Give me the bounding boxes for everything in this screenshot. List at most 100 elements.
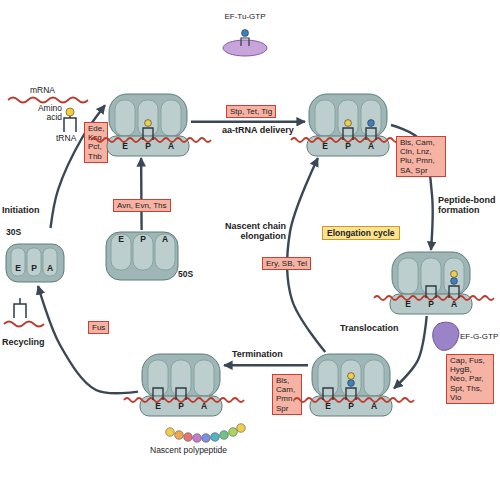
node-text: 50S <box>178 270 193 279</box>
large-subunit <box>392 252 470 296</box>
amino-acid-ball <box>451 271 458 278</box>
small-subunit <box>6 244 64 282</box>
node-text: P <box>31 264 37 273</box>
node-outline <box>4 228 66 286</box>
antibiotic-list: Fus <box>92 323 105 332</box>
trna-symbol <box>153 388 163 400</box>
process-arrow <box>224 364 308 366</box>
binding-site <box>148 360 168 396</box>
binding-site <box>361 100 381 136</box>
part-label: mRNA <box>30 86 70 95</box>
trna-symbol <box>176 388 186 400</box>
trna-symbol <box>426 286 436 298</box>
antibiotic-box: Stp, Tet, Tig <box>226 105 276 118</box>
part-label: Amino acid <box>28 104 62 123</box>
step-label: aa-tRNA delivery <box>222 126 306 136</box>
node-text: E <box>322 142 328 151</box>
released-mrna <box>4 322 44 327</box>
binding-site <box>194 360 214 396</box>
amino-bead <box>202 434 211 443</box>
antibiotic-list: Cap, Fus, HygB, Neo, Par, Spt, Ths, Vio <box>450 356 490 402</box>
antibiotic-box: Fus <box>88 321 109 334</box>
ribosome: EPA <box>388 250 474 316</box>
amino-acid-ball <box>66 108 74 116</box>
binding-site <box>364 360 384 396</box>
amino-bead <box>175 431 184 440</box>
antibiotic-list: Bls, Cam, Pmn, Spr <box>276 376 298 413</box>
node-text: A <box>162 235 168 244</box>
step-label: Initiation <box>2 206 50 216</box>
binding-site <box>43 248 57 276</box>
process-arrow <box>287 158 325 352</box>
step-label: Recycling <box>2 338 52 348</box>
node-text: EF-Tu-GTP <box>224 13 265 21</box>
elongation-factor <box>223 40 267 56</box>
amino-acid-ball <box>368 120 375 127</box>
mrna-strand <box>374 296 494 300</box>
antibiotic-list: Ery, SB, Tel <box>266 259 307 268</box>
process-arrow <box>38 286 138 393</box>
node-text: A <box>47 264 53 273</box>
large-subunit <box>309 94 387 138</box>
mrna-strand <box>124 398 244 402</box>
step-label: Termination <box>232 350 302 360</box>
process-arrow <box>140 158 143 230</box>
trna-symbol <box>143 128 153 140</box>
node-text: A <box>201 402 207 411</box>
node-text: E <box>325 402 331 411</box>
node-text: EF-G-GTP <box>460 333 498 341</box>
amino-bead <box>220 431 229 440</box>
elongation-factor <box>433 322 459 350</box>
large-subunit <box>106 232 178 280</box>
trna-symbol <box>366 128 376 140</box>
node-text: E <box>118 235 124 244</box>
ef-tu-factor: EF-Tu-GTP <box>212 12 278 58</box>
amino-acid-ball <box>242 30 249 37</box>
node-text: E <box>122 142 128 151</box>
step-label: Translocation <box>340 324 410 334</box>
node-text: A <box>168 142 174 151</box>
amino-acid-ball <box>451 278 458 285</box>
antibiotic-list: Avn, Evn, Ths <box>117 201 167 210</box>
large-subunit-node: E P A 50S <box>104 230 198 292</box>
amino-bead <box>237 424 246 433</box>
node-text: P <box>428 300 434 309</box>
antibiotic-list: Elongation cycle <box>327 228 395 238</box>
antibiotic-box: Ede, Ksg, Pct, Thb <box>84 122 108 163</box>
binding-site <box>27 248 41 276</box>
amino-bead <box>166 428 175 437</box>
released-trna-stem <box>19 298 21 304</box>
node-text: E <box>405 300 411 309</box>
binding-site <box>421 258 441 294</box>
binding-site <box>115 100 135 136</box>
antibiotic-box: Avn, Evn, Ths <box>113 199 171 212</box>
node-text: A <box>368 142 374 151</box>
antibiotic-list: Stp, Tet, Tig <box>230 107 272 116</box>
binding-site <box>398 258 418 294</box>
binding-site <box>318 360 338 396</box>
cycle-label-box: Elongation cycle <box>322 226 400 240</box>
node-text: A <box>451 300 457 309</box>
node-text: 30S <box>6 228 21 237</box>
amino-acid-ball <box>345 120 352 127</box>
trna-symbol <box>346 388 356 400</box>
ribosome: EPA <box>138 352 224 418</box>
antibiotic-box: Cap, Fus, HygB, Neo, Par, Spt, Ths, Vio <box>446 354 494 404</box>
large-subunit <box>312 354 390 398</box>
antibiotic-box: Bls, Cam, Cln, Lnz, Plu, Pmn, SA, Spr <box>396 136 446 177</box>
amino-bead <box>211 433 220 442</box>
process-arrow <box>394 316 427 388</box>
node-text: P <box>140 235 146 244</box>
binding-site <box>133 234 153 270</box>
binding-site <box>444 258 464 294</box>
small-subunit-node: 30S E P A <box>4 228 66 286</box>
trna-symbol <box>449 286 459 298</box>
step-label: Nascent chain elongation <box>220 222 286 242</box>
antibiotic-list: Bls, Cam, Cln, Lnz, Plu, Pmn, SA, Spr <box>400 138 442 175</box>
node-text: E <box>15 264 21 273</box>
trna-symbol <box>343 128 353 140</box>
amino-bead <box>229 428 238 437</box>
part-label: Nascent polypeptide <box>150 446 260 455</box>
ribosome: EPA <box>305 92 391 158</box>
released-trna <box>14 304 26 318</box>
